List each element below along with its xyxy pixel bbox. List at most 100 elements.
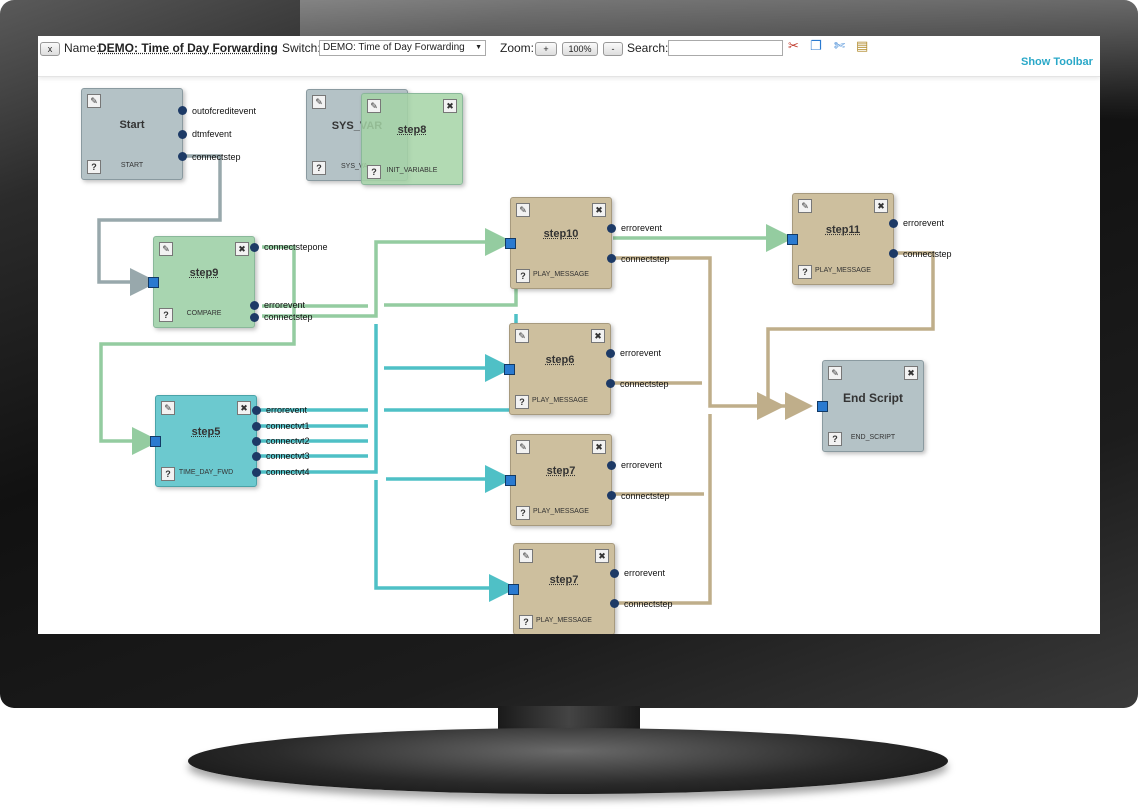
node-type: TIME_DAY_FWD (178, 469, 234, 476)
port-dot[interactable] (250, 301, 259, 310)
input-port[interactable] (817, 401, 828, 412)
port-dot[interactable] (252, 422, 261, 431)
edit-icon[interactable]: ✎ (87, 94, 101, 108)
node-step7[interactable]: ✎ ✖ step7 ? PLAY_MESSAGE errorevent conn… (505, 434, 670, 526)
port-dot[interactable] (889, 249, 898, 258)
help-icon[interactable]: ? (516, 506, 530, 520)
port-label: connectstepone (264, 242, 328, 252)
input-port[interactable] (787, 234, 798, 245)
zoom-level-button[interactable]: 100% (562, 42, 598, 56)
help-icon[interactable]: ? (519, 615, 533, 629)
edit-icon[interactable]: ✎ (828, 366, 842, 380)
port-dot[interactable] (610, 599, 619, 608)
help-icon[interactable]: ? (516, 269, 530, 283)
close-icon[interactable]: ✖ (235, 242, 249, 256)
input-port[interactable] (150, 436, 161, 447)
cut-tools-icon[interactable]: ✂ (788, 38, 799, 53)
edit-icon[interactable]: ✎ (519, 549, 533, 563)
zoom-out-button[interactable]: - (603, 42, 623, 56)
help-icon[interactable]: ? (161, 467, 175, 481)
port-dot[interactable] (606, 349, 615, 358)
port-label: connectstep (903, 249, 952, 259)
node-step7[interactable]: ✎ ✖ step7 ? PLAY_MESSAGE errorevent conn… (508, 543, 673, 634)
node-step5[interactable]: ✎ ✖ step5 ? TIME_DAY_FWD errorevent conn… (150, 395, 310, 487)
zoom-label: Zoom: (500, 41, 535, 55)
node-title: step8 (397, 124, 427, 136)
node-step9[interactable]: ✎ ✖ step9 ? COMPARE connectstepone error… (148, 236, 328, 328)
help-icon[interactable]: ? (515, 395, 529, 409)
port-dot[interactable] (252, 437, 261, 446)
help-icon[interactable]: ? (828, 432, 842, 446)
node-step10[interactable]: ✎ ✖ step10 ? PLAY_MESSAGE errorevent con… (505, 197, 670, 289)
port-label: connectstep (621, 254, 670, 264)
edit-icon[interactable]: ✎ (312, 95, 326, 109)
port-dot[interactable] (178, 130, 187, 139)
help-icon[interactable]: ? (798, 265, 812, 279)
edit-icon[interactable]: ✎ (516, 440, 530, 454)
edit-icon[interactable]: ✎ (798, 199, 812, 213)
port-dot[interactable] (250, 313, 259, 322)
paste-icon[interactable]: ▤ (856, 38, 869, 53)
port-label: errorevent (264, 300, 306, 310)
close-icon[interactable]: ✖ (591, 329, 605, 343)
show-toolbar-link[interactable]: Show Toolbar (1021, 56, 1093, 68)
edit-icon[interactable]: ✎ (367, 99, 381, 113)
wire-step11-connectstep (757, 251, 935, 420)
port-dot[interactable] (607, 461, 616, 470)
port-label: connectstep (624, 599, 673, 609)
input-port[interactable] (148, 277, 159, 288)
zoom-in-button[interactable]: + (535, 42, 557, 56)
port-dot[interactable] (252, 406, 261, 415)
edit-icon[interactable]: ✎ (159, 242, 173, 256)
node-type: PLAY_MESSAGE (533, 508, 589, 515)
node-end-script[interactable]: ✎ ✖ End Script ? END_SCRIPT (817, 360, 924, 452)
node-type: END_SCRIPT (850, 434, 896, 441)
edit-icon[interactable]: ✎ (161, 401, 175, 415)
close-icon[interactable]: ✖ (595, 549, 609, 563)
port-dot[interactable] (610, 569, 619, 578)
help-icon[interactable]: ? (367, 165, 381, 179)
port-label: errorevent (903, 218, 945, 228)
edit-icon[interactable]: ✎ (516, 203, 530, 217)
close-icon[interactable]: ✖ (443, 99, 457, 113)
port-dot[interactable] (607, 224, 616, 233)
port-dot[interactable] (607, 491, 616, 500)
node-step6[interactable]: ✎ ✖ step6 ? PLAY_MESSAGE errorevent conn… (504, 323, 669, 415)
close-icon[interactable]: ✖ (237, 401, 251, 415)
port-dot[interactable] (178, 152, 187, 161)
port-dot[interactable] (889, 219, 898, 228)
port-dot[interactable] (178, 106, 187, 115)
node-type: PLAY_MESSAGE (815, 267, 871, 274)
node-type: PLAY_MESSAGE (536, 617, 592, 624)
port-label: errorevent (620, 348, 662, 358)
copy-icon[interactable]: ❐ (810, 38, 822, 53)
input-port[interactable] (508, 584, 519, 595)
input-port[interactable] (505, 475, 516, 486)
edit-icon[interactable]: ✎ (515, 329, 529, 343)
node-step11[interactable]: ✎ ✖ step11 ? PLAY_MESSAGE errorevent con… (787, 193, 952, 285)
help-icon[interactable]: ? (87, 160, 101, 174)
close-button[interactable]: x (40, 42, 60, 56)
input-port[interactable] (504, 364, 515, 375)
close-icon[interactable]: ✖ (874, 199, 888, 213)
close-icon[interactable]: ✖ (592, 440, 606, 454)
port-dot[interactable] (252, 452, 261, 461)
help-icon[interactable]: ? (312, 161, 326, 175)
wire-start-step9 (97, 154, 222, 296)
port-dot[interactable] (606, 379, 615, 388)
port-dot[interactable] (250, 243, 259, 252)
help-icon[interactable]: ? (159, 308, 173, 322)
port-label: connectstep (621, 491, 670, 501)
close-icon[interactable]: ✖ (904, 366, 918, 380)
node-start[interactable]: ✎ Start ? START outofcreditevent dtmfeve… (81, 88, 256, 180)
input-port[interactable] (505, 238, 516, 249)
switch-select[interactable]: DEMO: Time of Day Forwarding▼ (319, 40, 486, 56)
search-input[interactable] (668, 40, 783, 56)
node-title: step5 (191, 426, 221, 438)
port-dot[interactable] (607, 254, 616, 263)
port-dot[interactable] (252, 468, 261, 477)
node-step8[interactable]: ✎ ✖ step8 ? INIT_VARIABLE (361, 93, 463, 185)
close-icon[interactable]: ✖ (592, 203, 606, 217)
script-name[interactable]: DEMO: Time of Day Forwarding (98, 41, 278, 55)
scissors-icon[interactable]: ✄ (834, 38, 845, 53)
